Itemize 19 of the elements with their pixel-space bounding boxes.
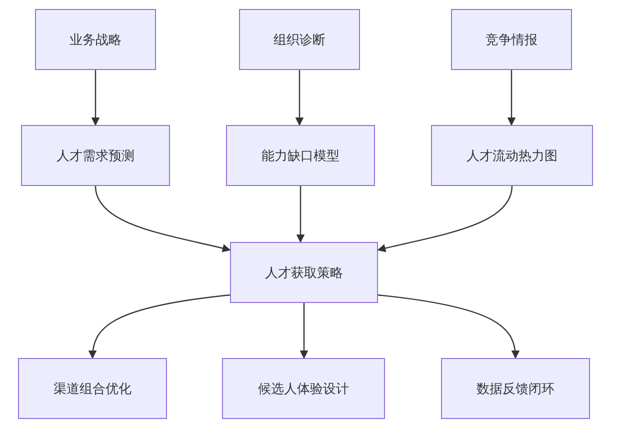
process-box: 渠道组合优化	[18, 358, 167, 419]
process-box: 业务战略	[35, 9, 156, 70]
arrow	[91, 70, 100, 126]
process-box: 人才获取策略	[230, 242, 378, 303]
arrow	[378, 294, 520, 359]
arrow	[300, 303, 308, 359]
arrow	[88, 294, 230, 359]
process-box: 组织诊断	[239, 9, 360, 70]
arrow	[296, 186, 305, 243]
arrow	[94, 186, 231, 252]
arrow	[507, 70, 516, 126]
process-box: 候选人体验设计	[222, 358, 385, 419]
process-box: 能力缺口模型	[226, 125, 375, 186]
process-box: 竞争情报	[451, 9, 572, 70]
process-box: 人才需求预测	[21, 125, 170, 186]
process-box: 数据反馈闭环	[441, 358, 590, 419]
arrow	[295, 70, 304, 126]
process-box: 人才流动热力图	[431, 125, 593, 186]
arrow	[377, 186, 513, 252]
